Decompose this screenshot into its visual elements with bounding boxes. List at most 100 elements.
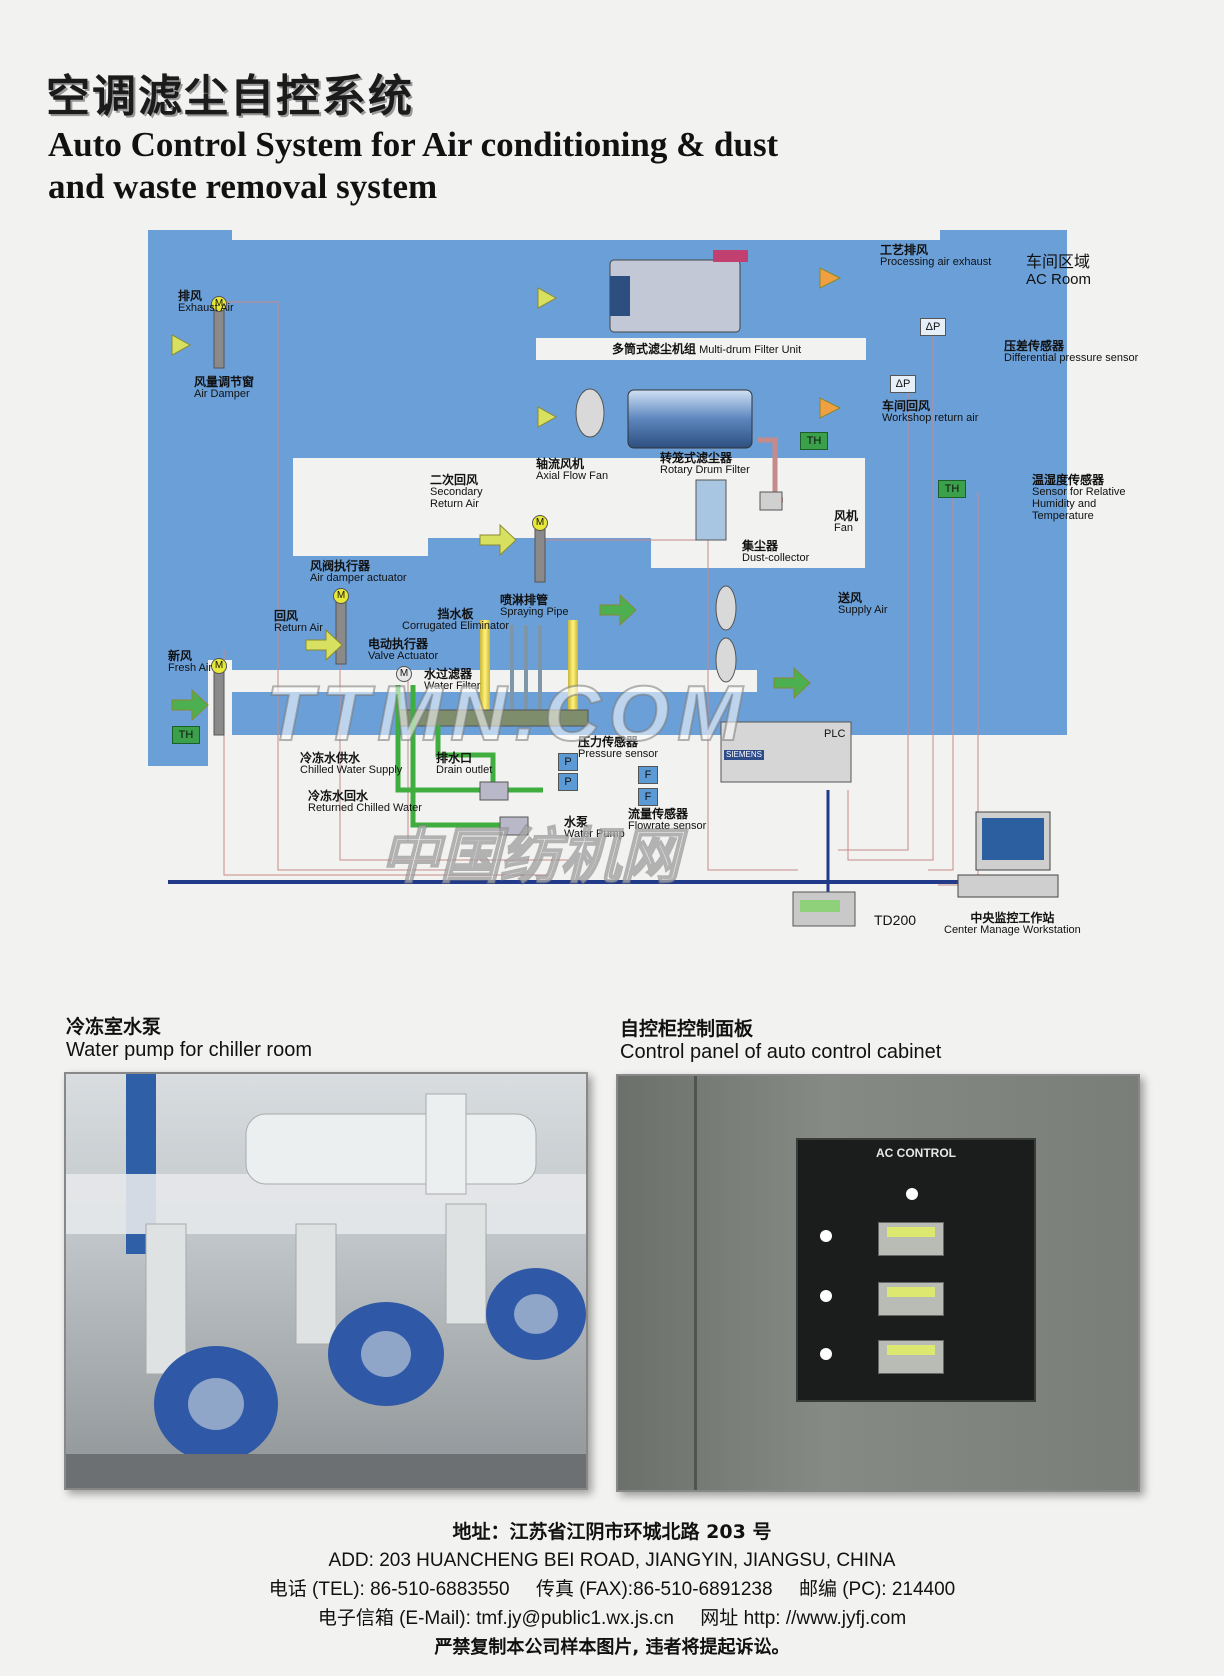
watermark-cn: 中国纺机网 xyxy=(379,821,681,893)
title-chinese: 空调滤尘自控系统 xyxy=(46,71,414,122)
fan-area xyxy=(428,458,865,538)
panel-caption-cn: 自控柜控制面板 xyxy=(620,1018,754,1040)
motor-symbol: M xyxy=(211,658,227,674)
plc-siemens-plate xyxy=(724,750,764,760)
indicator-light xyxy=(820,1230,832,1242)
panel-caption: 自控柜控制面板 Control panel of auto control ca… xyxy=(620,1014,941,1064)
supply-fan-1 xyxy=(715,585,737,631)
dp-sensor-symbol: ΔP xyxy=(920,318,946,336)
pump-photo-graphic xyxy=(66,1074,586,1488)
eliminator-right xyxy=(568,620,578,720)
indicator-light xyxy=(820,1290,832,1302)
dust-collector-graphic xyxy=(695,479,727,541)
th-sensor-symbol: TH xyxy=(800,432,828,450)
eliminator-left xyxy=(480,620,490,720)
workstation-keyboard xyxy=(957,874,1059,898)
footer-email[interactable]: 电子信箱 (E-Mail): tmf.jy@public1.wx.js.cn xyxy=(317,1608,674,1629)
return-damper xyxy=(335,597,347,665)
valve-motor-symbol: M xyxy=(396,666,412,682)
exhaust-duct xyxy=(148,230,208,766)
multi-drum-fan xyxy=(610,276,630,316)
axial-fan-graphic xyxy=(575,388,605,438)
title-english-line2: and waste removal system xyxy=(48,167,438,206)
label-multi-drum: 多筒式滤尘机组 Multi-drum Filter Unit xyxy=(612,342,802,356)
pump-caption-en: Water pump for chiller room xyxy=(66,1039,312,1061)
diagram-graphics xyxy=(148,230,1067,927)
pressure-symbol: P xyxy=(558,773,578,791)
secondary-area xyxy=(293,458,428,556)
footer-address-cn: 地址：江苏省江阴市环城北路 203 号 xyxy=(452,1521,772,1543)
pump-photo xyxy=(64,1072,588,1490)
footer-tel: 电话 (TEL): 86-510-6883550 xyxy=(268,1579,510,1600)
fan-graphic xyxy=(759,491,783,511)
footer-address-en: ADD: 203 HUANCHENG BEI ROAD, JIANGYIN, J… xyxy=(328,1550,896,1571)
fresh-air-gap xyxy=(232,670,757,692)
control-panel-photo: AC CONTROL xyxy=(616,1074,1140,1492)
rotary-drum xyxy=(627,389,753,449)
footer-postcode: 邮编 (PC): 214400 xyxy=(798,1579,956,1600)
title-english: Auto Control System for Air conditioning… xyxy=(48,124,778,208)
footer-web-row: 电子信箱 (E-Mail): tmf.jy@public1.wx.js.cn 网… xyxy=(0,1607,1224,1631)
pump-caption-cn: 冷冻室水泵 xyxy=(66,1016,162,1038)
pump-2 xyxy=(499,816,529,836)
label-siemens: SIEMENS xyxy=(726,750,763,759)
motor-symbol: M xyxy=(333,588,349,604)
motor-symbol: M xyxy=(532,515,548,531)
spray-pipe-3 xyxy=(538,625,542,720)
pump-1 xyxy=(479,781,509,801)
ac-control-faceplate: AC CONTROL xyxy=(796,1138,1036,1402)
th-sensor-symbol: TH xyxy=(938,480,966,498)
watermark-ttmn: TTMN.COM xyxy=(265,668,751,758)
workstation-screen xyxy=(982,818,1044,860)
flow-symbol: F xyxy=(638,788,658,806)
pump-caption: 冷冻室水泵 Water pump for chiller room xyxy=(66,1012,312,1062)
multidrum-label-bar xyxy=(536,338,866,360)
label-td200: TD200 xyxy=(874,912,917,928)
td200-screen xyxy=(800,900,840,912)
th-sensor-symbol: TH xyxy=(172,726,200,744)
chilled-water-pipes xyxy=(395,685,543,828)
title-english-line1: Auto Control System for Air conditioning… xyxy=(48,125,779,164)
footer-fax: 传真 (FAX):86-510-6891238 xyxy=(535,1579,773,1600)
ac-room-top xyxy=(940,230,1067,250)
footer-notice: 严禁复制本公司样本图片, 违者将提起诉讼。 xyxy=(434,1637,790,1658)
fan-area-low xyxy=(651,538,865,568)
label-plc: PLC xyxy=(824,728,846,740)
td200-display xyxy=(878,1282,944,1316)
process-duct xyxy=(713,250,748,262)
dp-sensor-symbol: ΔP xyxy=(890,375,916,393)
cabinet-seam xyxy=(694,1076,697,1490)
spray-pipe-2 xyxy=(524,625,528,720)
indicator-light xyxy=(906,1188,918,1200)
flow-symbol: F xyxy=(638,766,658,784)
exhaust-damper xyxy=(213,305,225,369)
secondary-damper xyxy=(534,521,546,583)
ac-control-title: AC CONTROL xyxy=(876,1146,956,1160)
footer-website[interactable]: 网址 http: //www.jyfj.com xyxy=(700,1608,907,1629)
indicator-light xyxy=(820,1348,832,1360)
